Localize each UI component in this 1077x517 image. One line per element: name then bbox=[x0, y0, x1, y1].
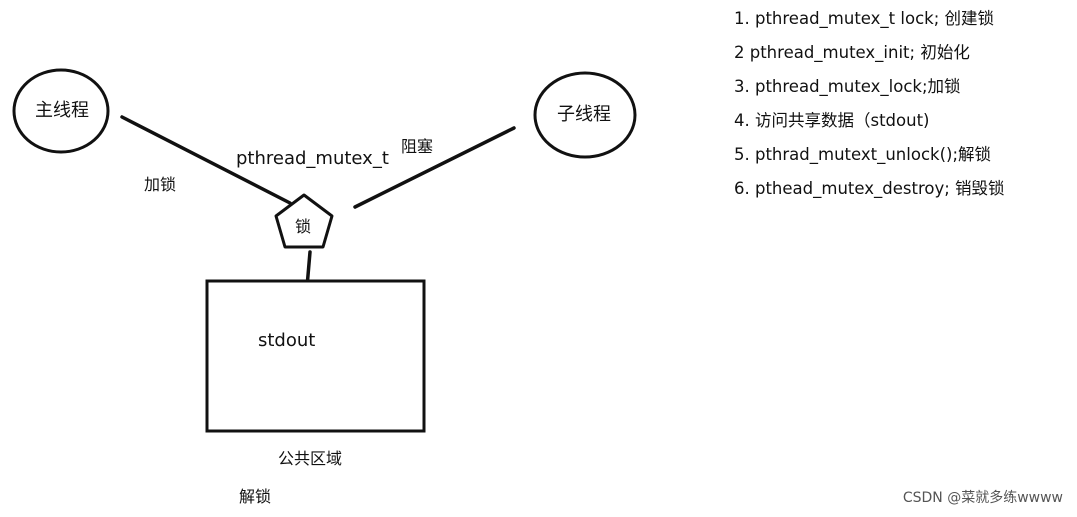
lock-node bbox=[274, 193, 334, 249]
block-label: 阻塞 bbox=[401, 137, 434, 156]
main-thread-connector bbox=[120, 115, 292, 205]
watermark: CSDN @菜就多练wwww bbox=[902, 490, 1063, 506]
lock-node-label: 锁 bbox=[295, 217, 312, 236]
unlock-action-label: 解锁 bbox=[239, 487, 272, 506]
resource-label: stdout bbox=[258, 330, 316, 351]
steps-list: 1. pthread_mutex_t lock; 创建锁 2 pthread_m… bbox=[734, 8, 1005, 212]
child-thread-label: 子线程 bbox=[557, 104, 611, 125]
main-thread-label: 主线程 bbox=[35, 100, 89, 121]
lock-action-label: 加锁 bbox=[144, 175, 177, 194]
child-thread-connector bbox=[353, 126, 516, 209]
step-item: 3. pthread_mutex_lock;加锁 bbox=[734, 77, 961, 96]
step-item: 5. pthrad_mutext_unlock();解锁 bbox=[734, 145, 992, 164]
mutex-type-label: pthread_mutex_t bbox=[236, 148, 389, 169]
step-item: 6. pthead_mutex_destroy; 销毁锁 bbox=[734, 179, 1005, 198]
main-thread-node bbox=[12, 68, 110, 154]
step-item: 4. 访问共享数据（stdout) bbox=[734, 111, 930, 130]
shared-resource-box bbox=[205, 279, 426, 433]
child-thread-node bbox=[533, 71, 637, 159]
step-item: 1. pthread_mutex_t lock; 创建锁 bbox=[734, 9, 994, 28]
step-item: 2 pthread_mutex_init; 初始化 bbox=[734, 43, 970, 62]
shared-area-label: 公共区域 bbox=[278, 449, 343, 468]
